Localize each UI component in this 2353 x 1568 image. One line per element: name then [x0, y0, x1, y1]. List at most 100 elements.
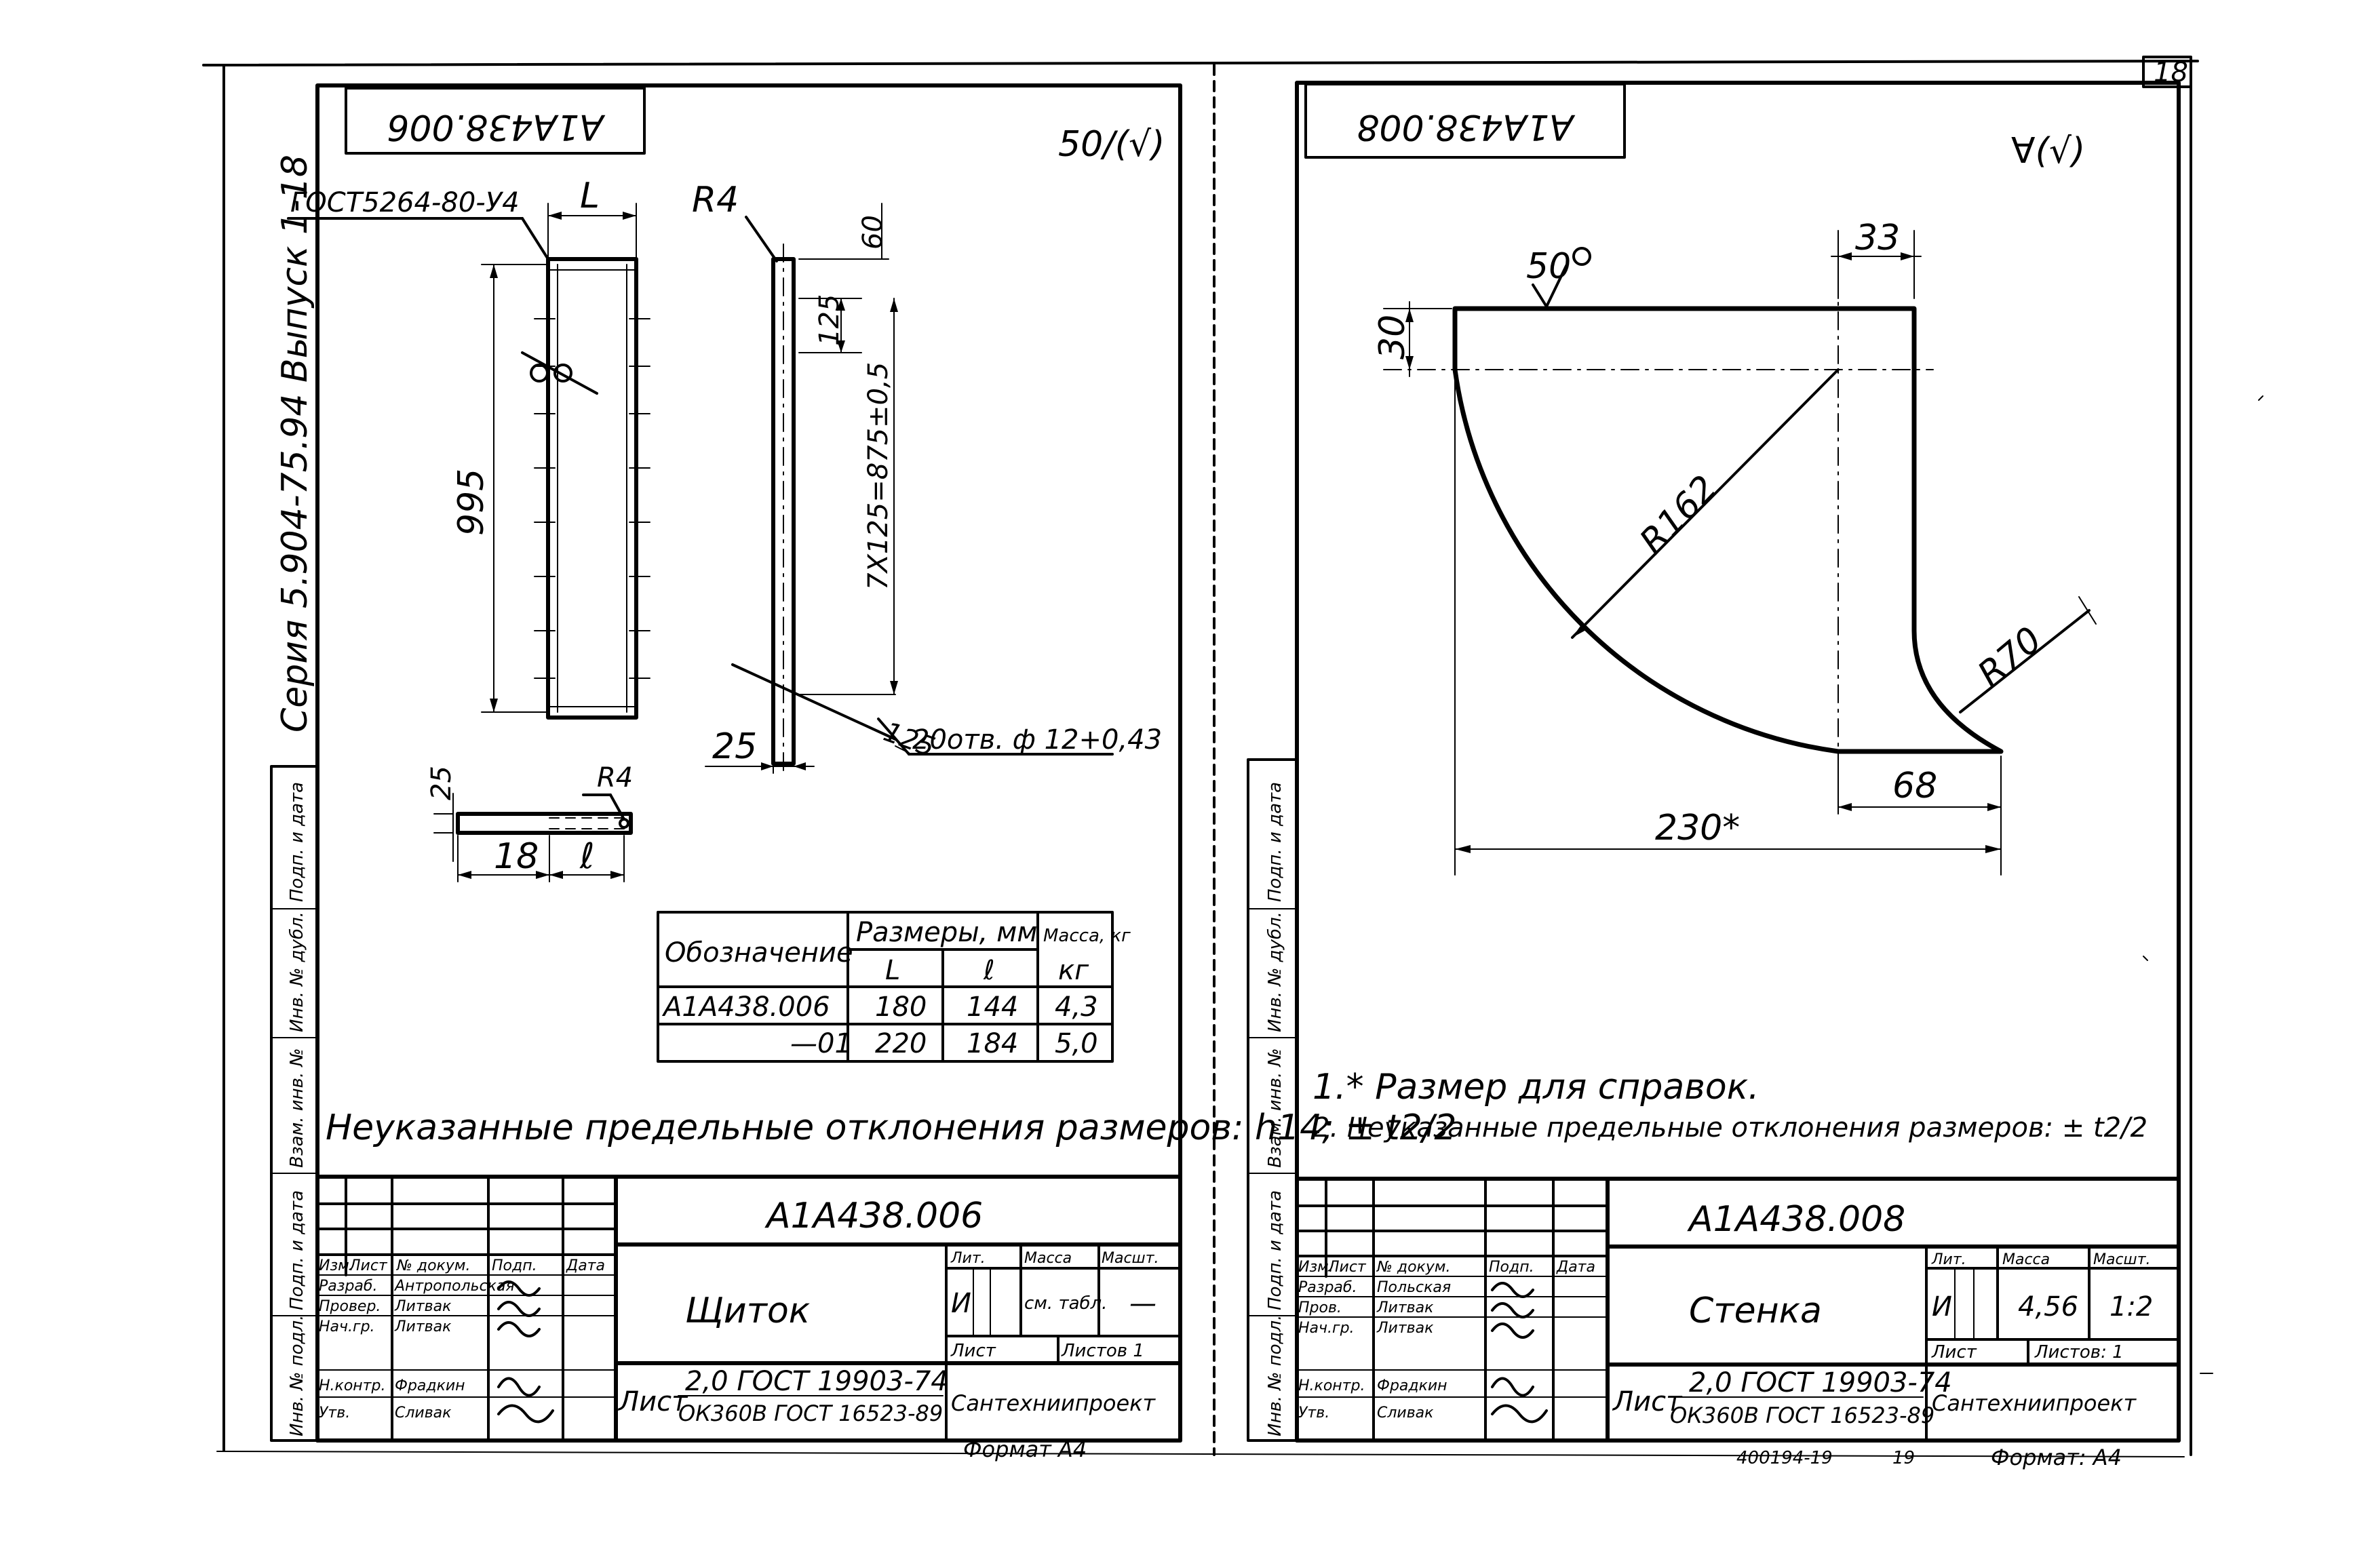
- mass-value: см. табл.: [1024, 1293, 1107, 1314]
- dim-995: 995: [451, 469, 492, 536]
- material-1: 2,0 ГОСТ 19903-74: [1689, 1367, 1952, 1398]
- right-title-block: А1А438.008 Стенка Изм. Лист № докум. Под…: [1295, 1177, 2181, 1470]
- role-person: Литвак: [394, 1298, 452, 1315]
- role-person: Сливак: [395, 1405, 452, 1422]
- right-roughness: ∀(√): [2011, 131, 2085, 172]
- dim-230: 230*: [1655, 808, 1740, 848]
- table-sub-l: ℓ: [983, 955, 995, 986]
- col-sign: Подп.: [1489, 1259, 1534, 1276]
- left-side-label-1: Подп. и дата: [287, 782, 307, 902]
- role-label: Н.контр.: [1298, 1377, 1365, 1394]
- right-side-label-3: Взам. инв. №: [1265, 1048, 1285, 1168]
- role-person: Литвак: [394, 1318, 452, 1335]
- right-side-strip: Подп. и дата Инв. № дубл. Взам. инв. № П…: [1247, 758, 1298, 1442]
- left-side-label-2: Инв. № дубл.: [287, 912, 307, 1032]
- org-name: Сантехниипроект: [1932, 1390, 2137, 1416]
- right-side-label-2: Инв. № дубл.: [1265, 912, 1285, 1032]
- dim-18: 18: [494, 836, 539, 877]
- role-person: Литвак: [1376, 1320, 1434, 1337]
- footer-code: 400194-19: [1736, 1448, 1833, 1468]
- mass-label: Масса: [2002, 1251, 2050, 1268]
- left-code-box: [345, 87, 646, 155]
- right-sheet: A1A438.008 ∀(√) Подп. и дата Инв. № дубл…: [1247, 81, 2181, 1470]
- role-label: Утв.: [319, 1405, 350, 1422]
- lit-label: Лит.: [1931, 1251, 1966, 1268]
- weld-symbol: ГОСТ5264-80-У4: [290, 187, 520, 218]
- shield-side-view: 60 125 7X125=875±0,5 R4 125 20отв. ф 12+…: [692, 180, 1162, 774]
- outer-frames: [202, 60, 2199, 1457]
- dim-25-small: 25: [426, 766, 457, 800]
- role-person: Сливак: [1377, 1405, 1434, 1422]
- right-side-label-5: Инв. № подл.: [1265, 1315, 1285, 1436]
- col-list: Лист: [349, 1257, 388, 1274]
- role-person: Польская: [1377, 1279, 1451, 1296]
- scale-label: Масшт.: [1102, 1250, 1159, 1267]
- right-designation: А1А438.008: [1687, 1199, 1905, 1240]
- table-cell: А1А438.006: [661, 992, 830, 1023]
- sheets-label: Листов: 1: [2034, 1342, 2124, 1363]
- table-header-sizes: Размеры, мм: [856, 917, 1037, 948]
- role-label: Пров.: [1298, 1299, 1342, 1316]
- left-part-name: Щиток: [685, 1291, 811, 1331]
- footer-num: 19: [1892, 1448, 1915, 1468]
- role-person: Фрадкин: [1377, 1377, 1447, 1394]
- signatures: [1491, 1282, 1548, 1424]
- dim-25: 25: [712, 726, 757, 767]
- role-label: Разраб.: [319, 1278, 377, 1295]
- right-code-text: A1A438.008: [1357, 106, 1575, 147]
- dim-30: 30: [1372, 315, 1413, 359]
- dim-R162: R162: [1632, 468, 1725, 562]
- mass-value: 4,56: [2018, 1291, 2078, 1322]
- col-doc: № докум.: [1376, 1259, 1450, 1276]
- left-sheet: A1A438.006 50/(√) Серия 5.904-75.94 Выпу…: [270, 83, 1456, 1462]
- left-title-block: А1А438.006 Щиток Изм. Лист № докум. Подп…: [315, 1175, 1182, 1462]
- dim-50: 50: [1526, 246, 1571, 287]
- lit-label: Лит.: [950, 1250, 986, 1267]
- role-label: Утв.: [1298, 1405, 1329, 1422]
- scale-label: Масшт.: [2093, 1251, 2151, 1268]
- material-prefix: Лист: [617, 1386, 688, 1417]
- role-person: Литвак: [1376, 1299, 1434, 1316]
- signatures: [497, 1280, 554, 1424]
- dim-60: 60: [857, 215, 889, 250]
- left-side-strip: Подп. и дата Инв. № дубл. Взам. инв. № П…: [270, 765, 319, 1442]
- right-side-label-1: Подп. и дата: [1265, 782, 1285, 902]
- variant-table: Обозначение Размеры, мм Масса, кг L ℓ кг…: [657, 911, 1131, 1063]
- dim-R70: R70: [1970, 619, 2050, 695]
- left-code-text: A1A438.006: [387, 106, 605, 147]
- col-sign: Подп.: [492, 1257, 537, 1274]
- scan-marks: [2143, 395, 2263, 1374]
- dim-R4-small: R4: [597, 762, 633, 793]
- dim-125: 125: [814, 294, 845, 346]
- holes-note: 20отв. ф 12+0,43: [912, 724, 1162, 756]
- role-label: Нач.гр.: [319, 1318, 375, 1335]
- table-cell: 184: [967, 1028, 1018, 1059]
- dim-L: L: [580, 176, 600, 216]
- role-label: Разраб.: [1298, 1279, 1357, 1296]
- lit-value: И: [1932, 1291, 1952, 1322]
- left-roughness: 50/(√): [1058, 124, 1165, 165]
- table-header-mass: Масса, кг: [1043, 926, 1131, 946]
- table-cell: 4,3: [1055, 992, 1098, 1023]
- left-side-label-4: Подп. и дата: [287, 1190, 307, 1310]
- right-code-box: [1304, 83, 1626, 159]
- scale-value: 1:2: [2109, 1291, 2153, 1322]
- left-side-label-3: Взам. инв. №: [287, 1048, 307, 1168]
- table-header-designation: Обозначение: [665, 937, 853, 968]
- material-2: ОК360В ГОСТ 16523-89: [1670, 1403, 1934, 1428]
- right-note-2: 2. Неуказанные предельные отклонения раз…: [1312, 1112, 2147, 1143]
- col-date: Дата: [1556, 1259, 1595, 1276]
- dim-l: ℓ: [579, 836, 594, 877]
- right-note-1: 1.* Размер для справок.: [1312, 1067, 1759, 1108]
- format-label: Формат А4: [963, 1436, 1087, 1462]
- table-cell: 144: [967, 992, 1018, 1023]
- role-label: Провер.: [319, 1298, 381, 1315]
- material-1: 2,0 ГОСТ 19903-74: [685, 1366, 948, 1397]
- col-list: Лист: [1327, 1259, 1367, 1276]
- shield-front-view: ГОСТ5264-80-У4 L 995: [287, 176, 650, 720]
- role-person: Фрадкин: [395, 1377, 465, 1394]
- right-side-label-4: Подп. и дата: [1265, 1190, 1285, 1310]
- wall-part-view: R162 R70 33 30 50: [1372, 218, 2097, 876]
- table-cell: —01: [790, 1028, 852, 1059]
- col-izm: Изм.: [319, 1257, 354, 1274]
